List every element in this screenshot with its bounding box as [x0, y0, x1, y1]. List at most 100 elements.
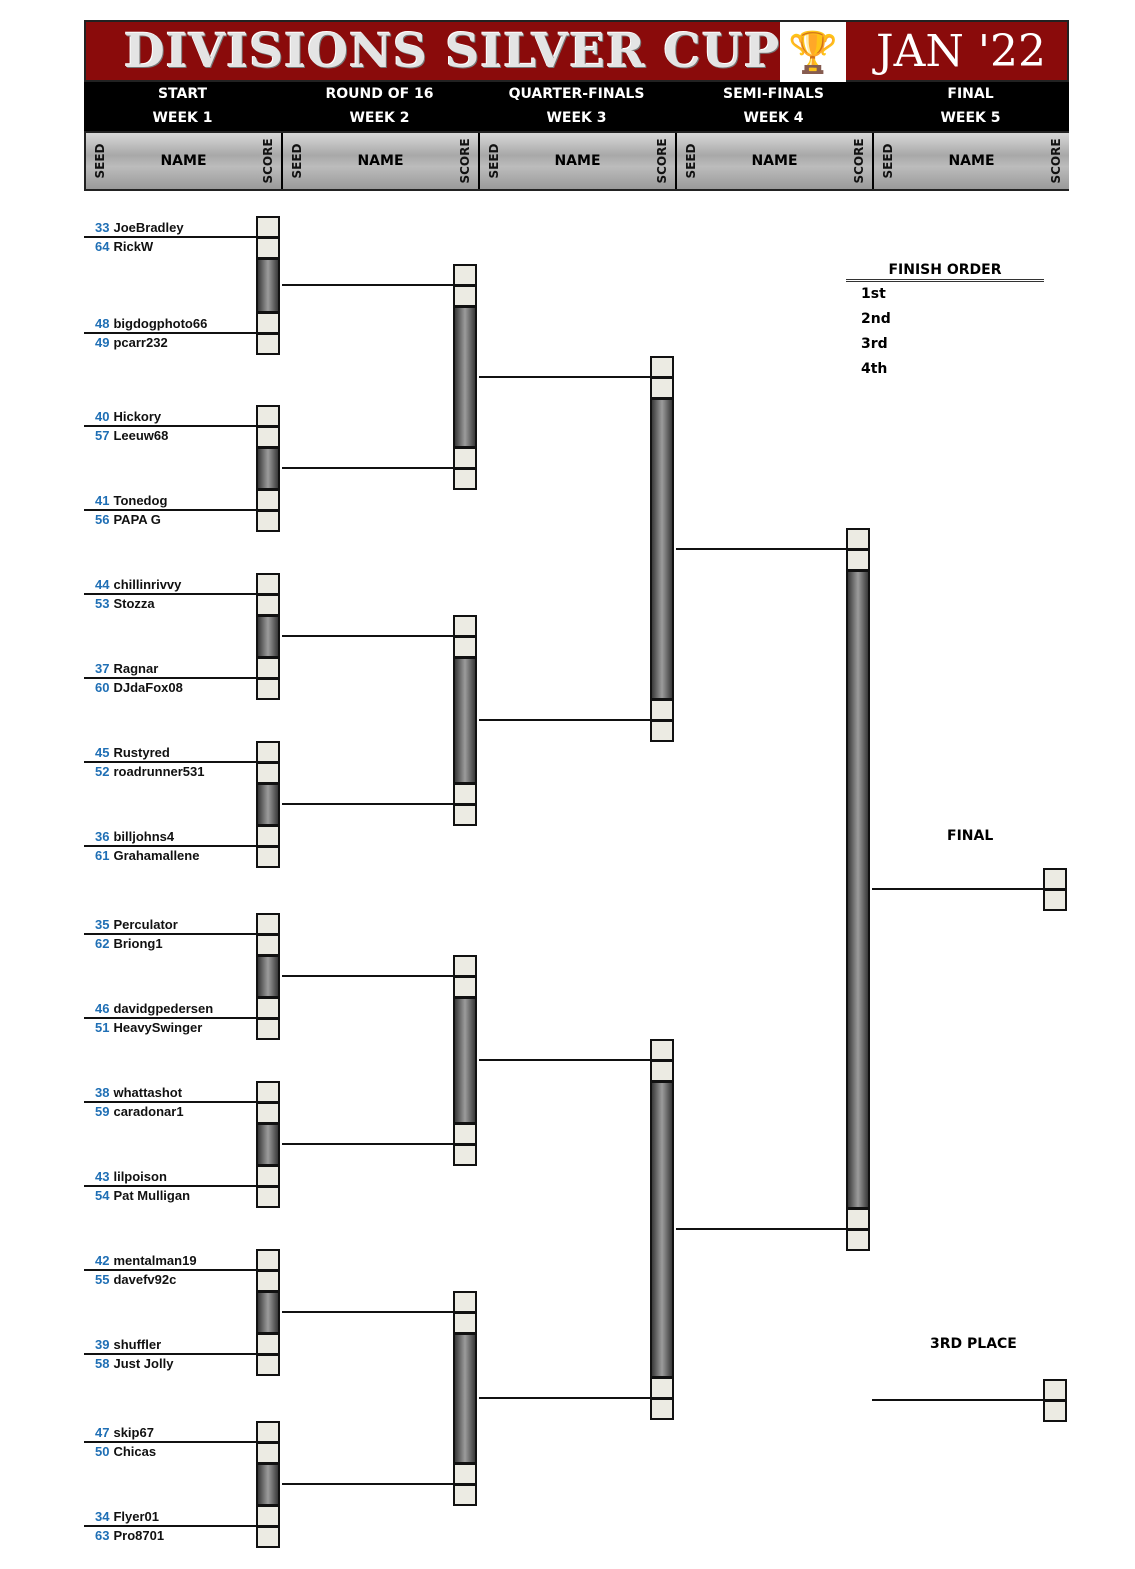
score-box[interactable] — [256, 1333, 280, 1355]
score-box[interactable] — [256, 1165, 280, 1187]
player-name: Perculator — [113, 917, 178, 932]
score-box[interactable] — [256, 1354, 280, 1376]
score-box[interactable] — [846, 1229, 870, 1251]
score-box[interactable] — [650, 1039, 674, 1061]
player-name: roadrunner531 — [113, 764, 205, 779]
score-box[interactable] — [453, 285, 477, 307]
score-box[interactable] — [453, 636, 477, 658]
score-box[interactable] — [256, 489, 280, 511]
player-name: bigdogphoto66 — [113, 316, 208, 331]
score-box[interactable] — [256, 237, 280, 259]
score-box[interactable] — [846, 549, 870, 571]
player-seed: 34 — [95, 1509, 110, 1524]
score-column-header: SCORE — [458, 138, 472, 184]
score-box[interactable] — [256, 510, 280, 532]
score-box[interactable] — [453, 1144, 477, 1166]
player-name: Ragnar — [113, 661, 159, 676]
score-box[interactable] — [453, 447, 477, 469]
score-box[interactable] — [650, 699, 674, 721]
score-box[interactable] — [1043, 889, 1067, 911]
score-box[interactable] — [256, 762, 280, 784]
player-seed: 36 — [95, 829, 110, 844]
score-box[interactable] — [453, 1463, 477, 1485]
player-name: Grahamallene — [113, 848, 200, 863]
player-name: Pat Mulligan — [113, 1188, 191, 1203]
score-box[interactable] — [453, 1123, 477, 1145]
score-box[interactable] — [256, 825, 280, 847]
score-box[interactable] — [256, 657, 280, 679]
score-box[interactable] — [256, 741, 280, 763]
player-name: Just Jolly — [113, 1356, 174, 1371]
score-box[interactable] — [453, 264, 477, 286]
score-box[interactable] — [846, 528, 870, 550]
round-name: SEMI-FINALS — [723, 86, 824, 102]
score-box[interactable] — [1043, 1379, 1067, 1401]
bracket-line — [84, 236, 256, 238]
score-box[interactable] — [453, 1484, 477, 1506]
score-box[interactable] — [256, 1102, 280, 1124]
player-seed: 55 — [95, 1272, 110, 1287]
score-box[interactable] — [256, 997, 280, 1019]
player-name: davidgpedersen — [113, 1001, 214, 1016]
score-box[interactable] — [256, 1081, 280, 1103]
player-seed: 48 — [95, 316, 110, 331]
score-box[interactable] — [453, 1312, 477, 1334]
score-box[interactable] — [256, 1442, 280, 1464]
score-box[interactable] — [846, 1208, 870, 1230]
score-box[interactable] — [1043, 1400, 1067, 1422]
player-seed: 57 — [95, 428, 110, 443]
score-box[interactable] — [256, 1526, 280, 1548]
score-box[interactable] — [256, 312, 280, 334]
bracket-line — [84, 677, 256, 679]
score-box[interactable] — [453, 804, 477, 826]
score-box[interactable] — [256, 333, 280, 355]
score-box[interactable] — [256, 1270, 280, 1292]
score-box[interactable] — [453, 955, 477, 977]
score-box[interactable] — [256, 216, 280, 238]
bracket-line — [872, 1399, 1043, 1401]
score-box[interactable] — [453, 468, 477, 490]
score-box[interactable] — [256, 913, 280, 935]
score-box[interactable] — [256, 1421, 280, 1443]
score-box[interactable] — [650, 1398, 674, 1420]
score-box[interactable] — [1043, 868, 1067, 890]
score-box[interactable] — [256, 846, 280, 868]
score-box[interactable] — [256, 405, 280, 427]
score-box[interactable] — [650, 356, 674, 378]
bracket-line — [282, 1483, 453, 1485]
round-name: FINAL — [947, 86, 994, 102]
score-box[interactable] — [256, 678, 280, 700]
score-box[interactable] — [256, 426, 280, 448]
score-box[interactable] — [256, 594, 280, 616]
score-box[interactable] — [256, 1249, 280, 1271]
player-seed: 56 — [95, 512, 110, 527]
bracket-line — [282, 635, 453, 637]
bracket-connector-bar — [453, 1333, 477, 1464]
score-box[interactable] — [453, 783, 477, 805]
score-box[interactable] — [256, 1505, 280, 1527]
score-box[interactable] — [453, 615, 477, 637]
score-box[interactable] — [256, 573, 280, 595]
bracket-line — [84, 509, 256, 511]
score-box[interactable] — [650, 377, 674, 399]
score-box[interactable] — [453, 976, 477, 998]
bracket-line — [84, 593, 256, 595]
score-box[interactable] — [650, 1060, 674, 1082]
score-box[interactable] — [453, 1291, 477, 1313]
score-box[interactable] — [650, 720, 674, 742]
score-box[interactable] — [256, 1186, 280, 1208]
score-box[interactable] — [256, 1018, 280, 1040]
score-box[interactable] — [650, 1377, 674, 1399]
score-box[interactable] — [256, 934, 280, 956]
